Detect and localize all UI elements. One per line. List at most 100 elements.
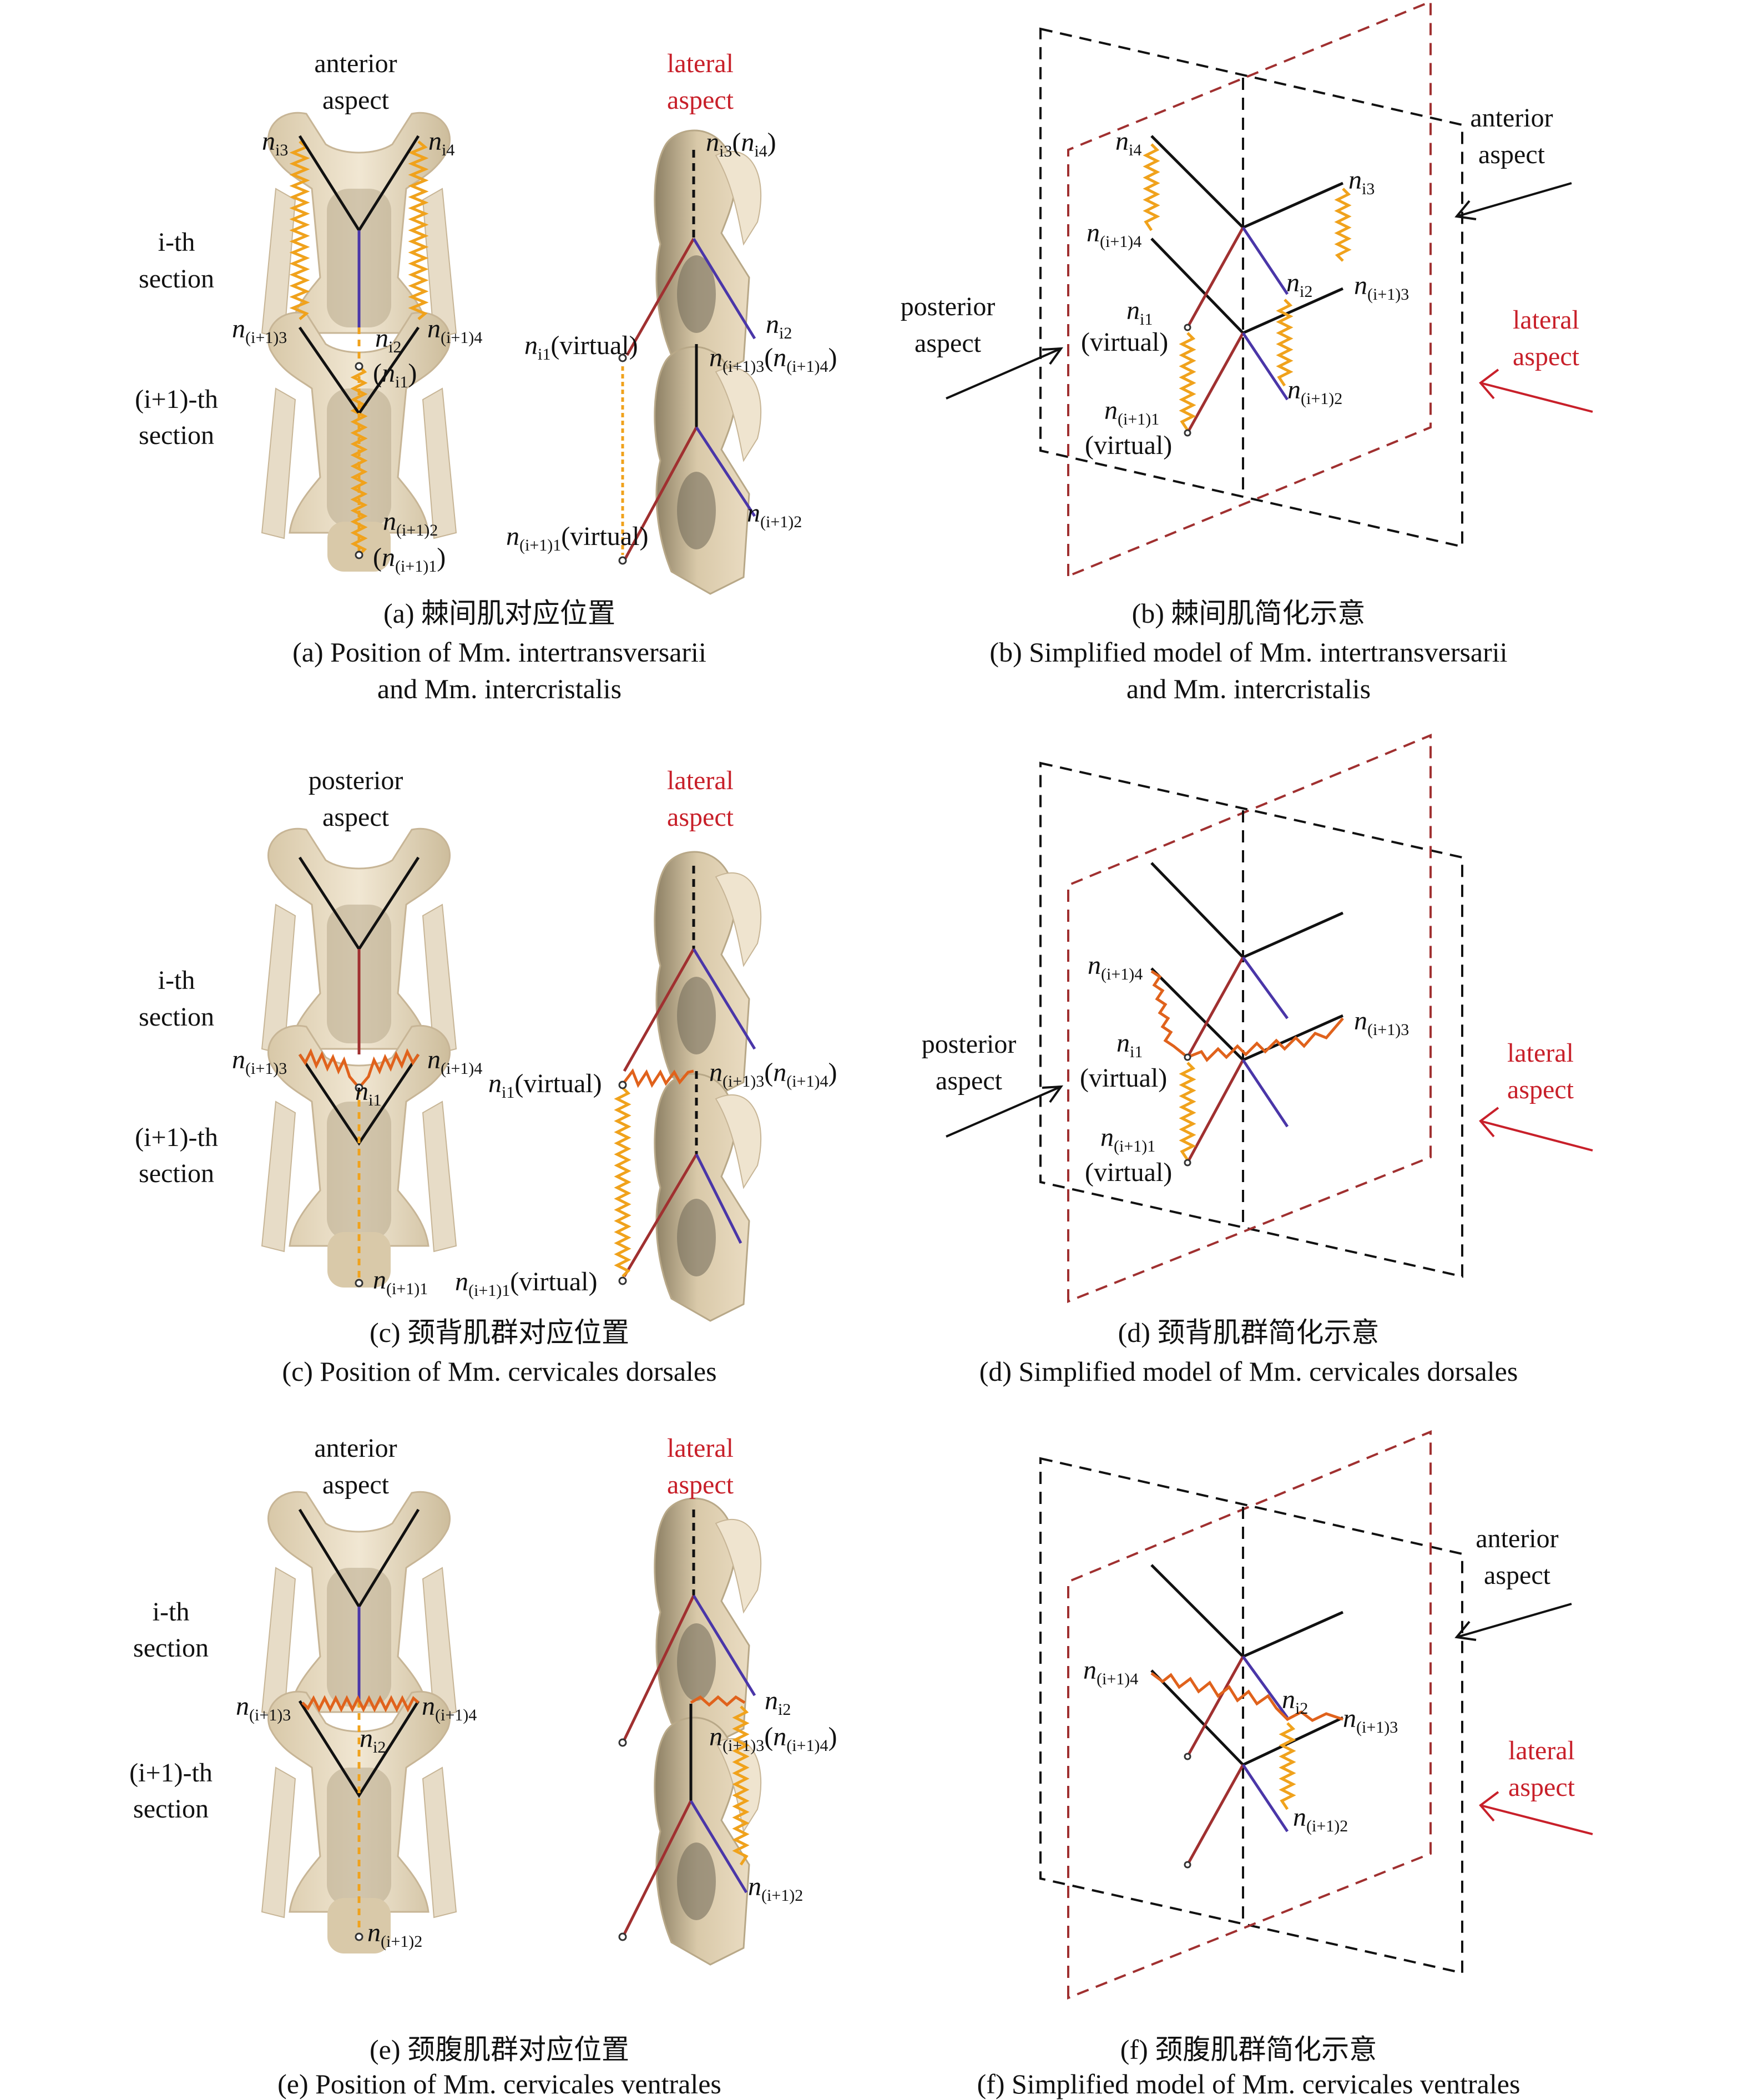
skeleton-lines <box>298 856 420 1282</box>
virtual-label: (virtual) <box>1081 327 1168 357</box>
arrows <box>946 182 1593 413</box>
posterior-aspect-2: aspect <box>915 329 982 358</box>
skeleton-lines <box>298 1508 420 1937</box>
caption-cn: (f) 颈腹肌群简化示意 <box>1120 2034 1377 2065</box>
labels-c: posterior aspect lateral aspect i-th sec… <box>135 766 837 1300</box>
skeleton <box>1150 1564 1344 1866</box>
node-label: n(i+1)4 <box>1088 951 1143 983</box>
caption-cn: (a) 棘间肌对应位置 <box>383 598 615 629</box>
section2-line1: (i+1)-th <box>135 1123 218 1152</box>
node-label: n(i+1)1(virtual) <box>506 522 649 554</box>
node-label: n(i+1)4 <box>427 314 482 347</box>
section1-line2: section <box>133 1633 209 1663</box>
node-label: n(i+1)4 <box>1087 218 1141 251</box>
section1-line2: section <box>139 264 214 294</box>
section2-line1: (i+1)-th <box>135 385 218 414</box>
view1-line2: aspect <box>322 802 390 832</box>
node-label: n(i+1)2 <box>367 1918 422 1951</box>
panel-c: posterior aspect lateral aspect i-th sec… <box>135 766 837 1387</box>
node-label: n(i+1)2 <box>1293 1803 1348 1835</box>
node-points <box>355 1932 363 1941</box>
caption-en-2: and Mm. intercristalis <box>377 673 622 704</box>
node-points <box>1184 1753 1191 1869</box>
springs <box>1150 970 1344 1161</box>
view2-line2: aspect <box>667 802 734 832</box>
caption-en-1: (c) Position of Mm. cervicales dorsales <box>282 1356 716 1387</box>
node-label: ni2 <box>1286 268 1312 301</box>
view2-line1: lateral <box>667 1433 734 1463</box>
anterior-aspect-1: anterior <box>1470 103 1553 133</box>
node-label: n(i+1)4 <box>427 1045 482 1078</box>
node-label: ni2 <box>766 310 792 342</box>
view2-line1: lateral <box>667 49 734 78</box>
posterior-aspect-2: aspect <box>936 1066 1003 1096</box>
node-label: (n(i+1)1) <box>373 543 446 576</box>
arrows <box>946 1085 1593 1152</box>
lateral-skeleton <box>621 150 756 562</box>
spring-ventral <box>301 1695 420 1713</box>
view2-line2: aspect <box>667 85 734 115</box>
anterior-aspect-1: anterior <box>1476 1524 1558 1553</box>
view2-line1: lateral <box>667 766 734 795</box>
springs <box>1150 1672 1343 1810</box>
virtual-label: (virtual) <box>1085 431 1172 460</box>
posterior-aspect-1: posterior <box>922 1029 1017 1059</box>
skeleton <box>1150 135 1344 434</box>
node-label: ni1(virtual) <box>524 331 638 364</box>
node-label: n(i+1)2 <box>1287 375 1342 408</box>
caption-en-2: and Mm. intercristalis <box>1126 673 1371 704</box>
node-label: ni4 <box>1115 127 1141 159</box>
caption-cn: (d) 颈背肌群简化示意 <box>1118 1317 1380 1348</box>
section1-line1: i-th <box>158 966 195 995</box>
view1-line1: anterior <box>314 1433 397 1463</box>
planes <box>1039 0 1463 578</box>
labels-f: anterior aspect lateral aspect n(i+1)4 n… <box>1083 1524 1575 1835</box>
node-label: ni2 <box>360 1724 386 1756</box>
node-label: n(i+1)3 <box>1354 271 1409 304</box>
section1-line2: section <box>139 1002 214 1032</box>
caption-en-1: (e) Position of Mm. cervicales ventrales <box>277 2068 721 2099</box>
lateral-view <box>654 1497 762 1966</box>
labels-d: posterior aspect lateral aspect n(i+1)4 … <box>922 951 1574 1187</box>
node-label: n(i+1)3(n(i+1)4) <box>709 1058 837 1091</box>
node-label: n(i+1)3 <box>1354 1006 1409 1039</box>
node-label: ni3 <box>1348 165 1375 198</box>
posterior-aspect-1: posterior <box>901 292 996 321</box>
spring-right <box>408 140 429 320</box>
node-points-lateral <box>618 1081 627 1285</box>
caption-cn: (b) 棘间肌简化示意 <box>1132 598 1366 629</box>
node-points <box>1184 1053 1191 1167</box>
caption-cn: (e) 颈腹肌群对应位置 <box>370 2034 629 2065</box>
view1-line2: aspect <box>322 85 390 115</box>
node-label: (ni1) <box>373 359 417 391</box>
virtual-label: (virtual) <box>1080 1063 1167 1093</box>
lateral-aspect-2: aspect <box>1507 1075 1574 1104</box>
node-label: n(i+1)1 <box>373 1265 428 1298</box>
section1-line1: i-th <box>158 228 195 257</box>
node-label: ni2 <box>765 1686 791 1719</box>
section2-line1: (i+1)-th <box>129 1758 213 1788</box>
caption-en-1: (f) Simplified model of Mm. cervicales v… <box>977 2068 1520 2099</box>
lateral-skeleton <box>623 1510 756 1935</box>
lateral-springs <box>690 1695 750 1866</box>
node-label: n(i+1)3(n(i+1)4) <box>709 1722 837 1755</box>
node-label: n(i+1)4 <box>1083 1655 1138 1688</box>
node-label: ni2 <box>375 324 401 356</box>
section2-line2: section <box>139 421 214 450</box>
node-label: n(i+1)1 <box>1100 1123 1155 1155</box>
panel-d: posterior aspect lateral aspect n(i+1)4 … <box>922 734 1593 1387</box>
view2-line2: aspect <box>667 1470 734 1500</box>
node-label: n(i+1)3(n(i+1)4) <box>709 343 837 376</box>
node-label: n(i+1)2 <box>747 498 802 531</box>
section2-line2: section <box>139 1159 214 1188</box>
node-points <box>355 362 363 559</box>
node-label: n(i+1)1 <box>1104 396 1159 428</box>
node-label: ni3(ni4) <box>706 128 776 160</box>
node-label: ni2 <box>1282 1685 1308 1718</box>
virtual-label: (virtual) <box>1085 1158 1172 1187</box>
panel-f: anterior aspect lateral aspect n(i+1)4 n… <box>977 1430 1593 2099</box>
lateral-aspect-1: lateral <box>1508 1736 1575 1765</box>
view1-line1: posterior <box>309 766 403 795</box>
node-label: n(i+1)2 <box>748 1872 803 1905</box>
node-points-lateral <box>618 354 627 565</box>
